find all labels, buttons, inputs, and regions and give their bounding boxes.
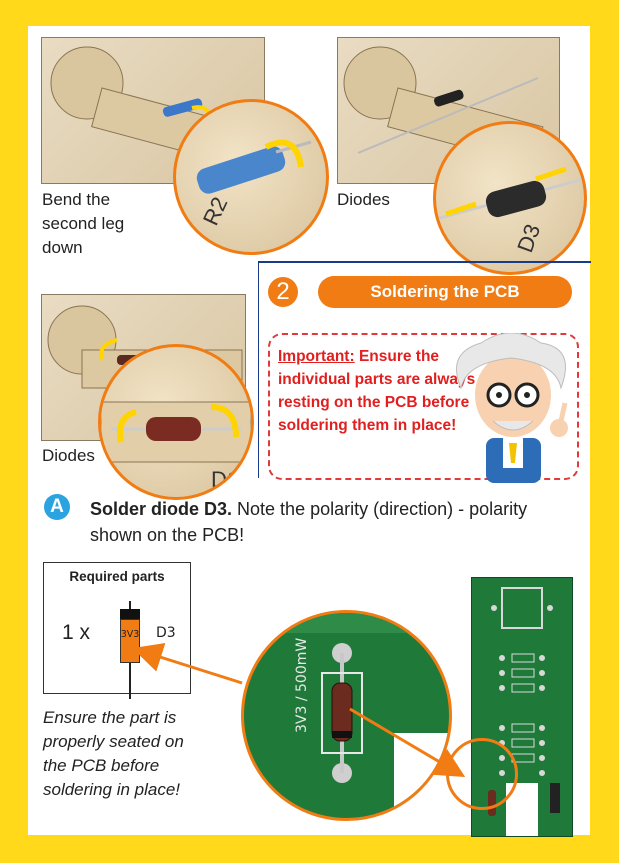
zoom-diode-top: D3	[433, 121, 587, 275]
bend-arrow-icon	[264, 139, 304, 168]
section2-divider	[258, 261, 591, 478]
svg-text:D1/2: D1/2	[211, 467, 251, 492]
caption-diodes-mid: Diodes	[42, 446, 95, 465]
required-qty: 1 x	[62, 621, 91, 644]
pcb-board	[471, 577, 573, 837]
step-a-bold: Solder diode D3.	[90, 499, 233, 519]
zoom-diode-illustration: D3	[436, 166, 584, 256]
caption-diodes-top: Diodes	[337, 190, 390, 209]
part-marking: 3V3	[120, 629, 140, 640]
pcb-zoom: 3V3 / 500mW	[241, 610, 452, 821]
pcb-highlight-circle	[446, 738, 518, 810]
zoom-resistor: R2	[173, 99, 329, 255]
svg-text:R2: R2	[198, 193, 233, 229]
required-part-ref: D3	[156, 625, 176, 641]
bend-arrows-icon	[117, 404, 239, 443]
ensure-seated-note: Ensure the part is properly seated on th…	[43, 708, 184, 799]
required-parts-title: Required parts	[69, 569, 165, 584]
zoom-resistor-illustration: R2	[196, 139, 312, 229]
diode-part-illustration: 3V3	[120, 601, 140, 699]
zoom-silkscreen: 3V3 / 500mW	[294, 638, 310, 733]
step-a-text: Note the polarity (direction) - polarity…	[90, 499, 528, 545]
step-a-badge: A	[44, 494, 70, 520]
direction-arrow-icon	[445, 166, 567, 217]
zoom-diode-mid: D1/2	[98, 344, 254, 500]
step-a-instruction: Solder diode D3. Note the polarity (dire…	[90, 496, 530, 548]
svg-text:D3: D3	[512, 221, 545, 256]
important-note: Important: Ensure the individual parts a…	[278, 345, 478, 437]
scientist-mascot	[456, 333, 568, 483]
section-number-badge: 2	[268, 277, 298, 307]
required-parts-box: Required parts 1 x 3V3 D3	[43, 562, 191, 699]
pcb-zoom-illustration: 3V3 / 500mW	[244, 613, 449, 818]
caption-bend-leg: Bend the second leg down	[42, 190, 125, 257]
important-text: Ensure the individual parts are always r…	[278, 348, 476, 434]
section-title-pill: Soldering the PCB	[318, 276, 572, 308]
zoom-diode-mid-illustration: D1/2	[101, 401, 251, 492]
important-label: Important:	[278, 348, 355, 365]
instruction-page: R2 Bend the second leg down D3 Diodes 2 …	[28, 26, 591, 837]
important-note-box	[268, 333, 579, 480]
